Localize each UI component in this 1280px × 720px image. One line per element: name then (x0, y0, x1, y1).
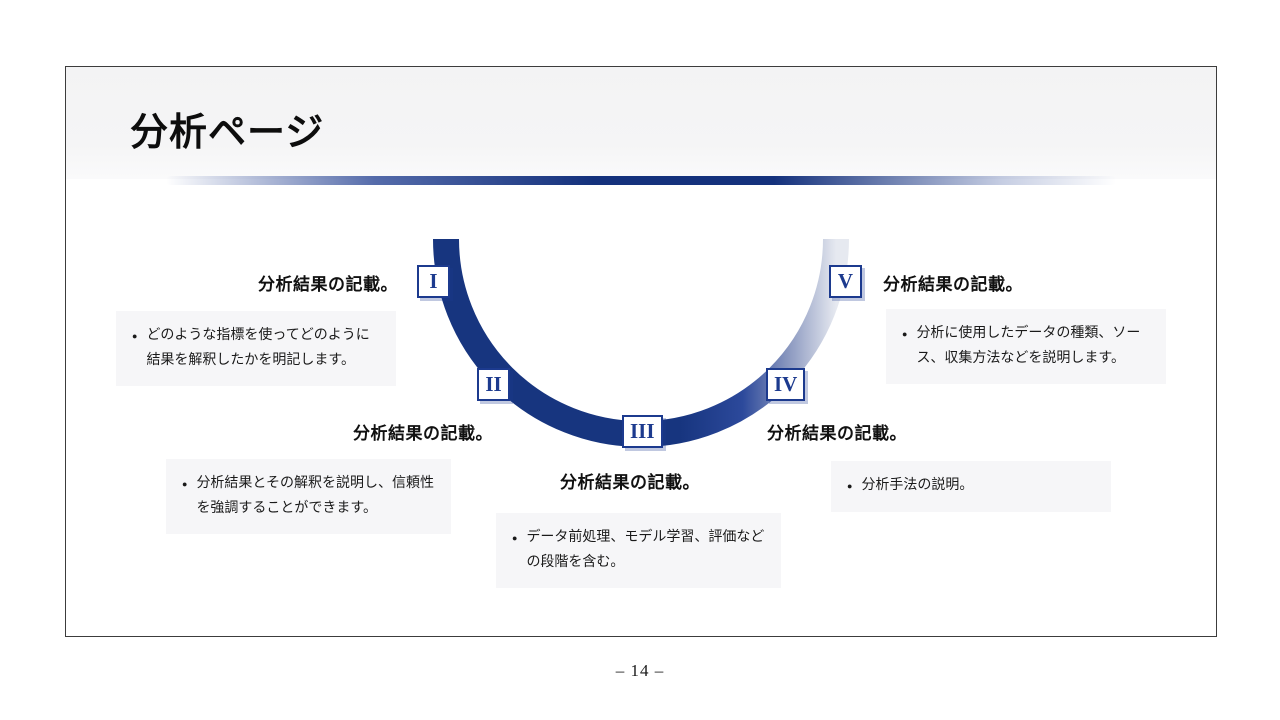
step-numeral-1: I (429, 269, 438, 293)
title-divider-bar (166, 176, 1116, 185)
slide-header-band (66, 67, 1216, 179)
bullet-icon: ● (512, 533, 518, 543)
step-note-text-5: 分析に使用したデータの種類、ソース、収集方法などを説明します。 (916, 326, 1141, 366)
step-heading-4: 分析結果の記載。 (767, 424, 907, 443)
step-badge-5: V (829, 265, 862, 298)
step-numeral-4: IV (774, 372, 798, 396)
step-note-1: ● どのような指標を使ってどのように結果を解釈したかを明記します。 (116, 311, 396, 386)
step-badge-1: I (417, 265, 450, 298)
step-note-3: ● データ前処理、モデル学習、評価などの段階を含む。 (496, 513, 781, 588)
step-numeral-2: II (485, 372, 502, 396)
step-note-4: ● 分析手法の説明。 (831, 461, 1111, 512)
step-note-2: ● 分析結果とその解釈を説明し、信頼性を強調することができます。 (166, 459, 451, 534)
step-badge-2: II (477, 368, 510, 401)
step-numeral-5: V (837, 269, 854, 293)
step-badge-4: IV (766, 368, 806, 401)
step-note-text-4: 分析手法の説明。 (861, 478, 974, 493)
step-heading-1: 分析結果の記載。 (258, 275, 398, 294)
step-note-text-1: どのような指標を使ってどのように結果を解釈したかを明記します。 (146, 328, 370, 368)
bullet-icon: ● (847, 481, 853, 491)
step-heading-5: 分析結果の記載。 (883, 275, 1023, 294)
bullet-icon: ● (132, 331, 138, 341)
step-heading-3: 分析結果の記載。 (560, 473, 700, 492)
bullet-icon: ● (182, 479, 188, 489)
page-title: 分析ページ (130, 112, 325, 154)
bullet-icon: ● (902, 329, 908, 339)
step-badge-3: III (622, 415, 663, 448)
step-numeral-3: III (630, 419, 655, 443)
step-note-text-2: 分析結果とその解釈を説明し、信頼性を強調することができます。 (196, 476, 435, 516)
step-note-5: ● 分析に使用したデータの種類、ソース、収集方法などを説明します。 (886, 309, 1166, 384)
step-heading-2: 分析結果の記載。 (353, 424, 493, 443)
step-note-text-3: データ前処理、モデル学習、評価などの段階を含む。 (526, 530, 765, 570)
slide-canvas: 分析ページ I 分析結果の記載。 ● どのような指標を使ってどのように結果を解釈… (65, 66, 1217, 637)
page-number: – 14 – (615, 661, 665, 680)
